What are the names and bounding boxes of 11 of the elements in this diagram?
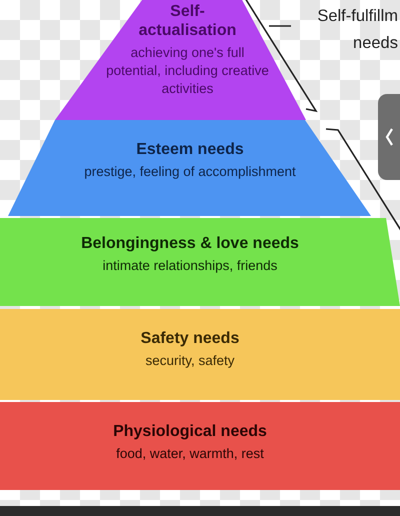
tier-title: Self-actualisation — [138, 2, 238, 40]
tier-description: security, safety — [145, 352, 235, 370]
tier-title: Belongingness & love needs — [81, 234, 299, 253]
tier-description: food, water, warmth, rest — [116, 445, 264, 463]
tier-description: prestige, feeling of accomplishment — [84, 163, 296, 181]
tier-description: achieving one's full potential, including creative activities — [105, 44, 270, 98]
tier-title: Physiological needs — [113, 422, 267, 441]
tier-description: intimate relationships, friends — [102, 257, 278, 275]
tier-title: Safety needs — [140, 329, 240, 348]
bracket-label: Self-fulfillm needs — [316, 6, 398, 54]
tier-title: Esteem needs — [136, 140, 244, 159]
